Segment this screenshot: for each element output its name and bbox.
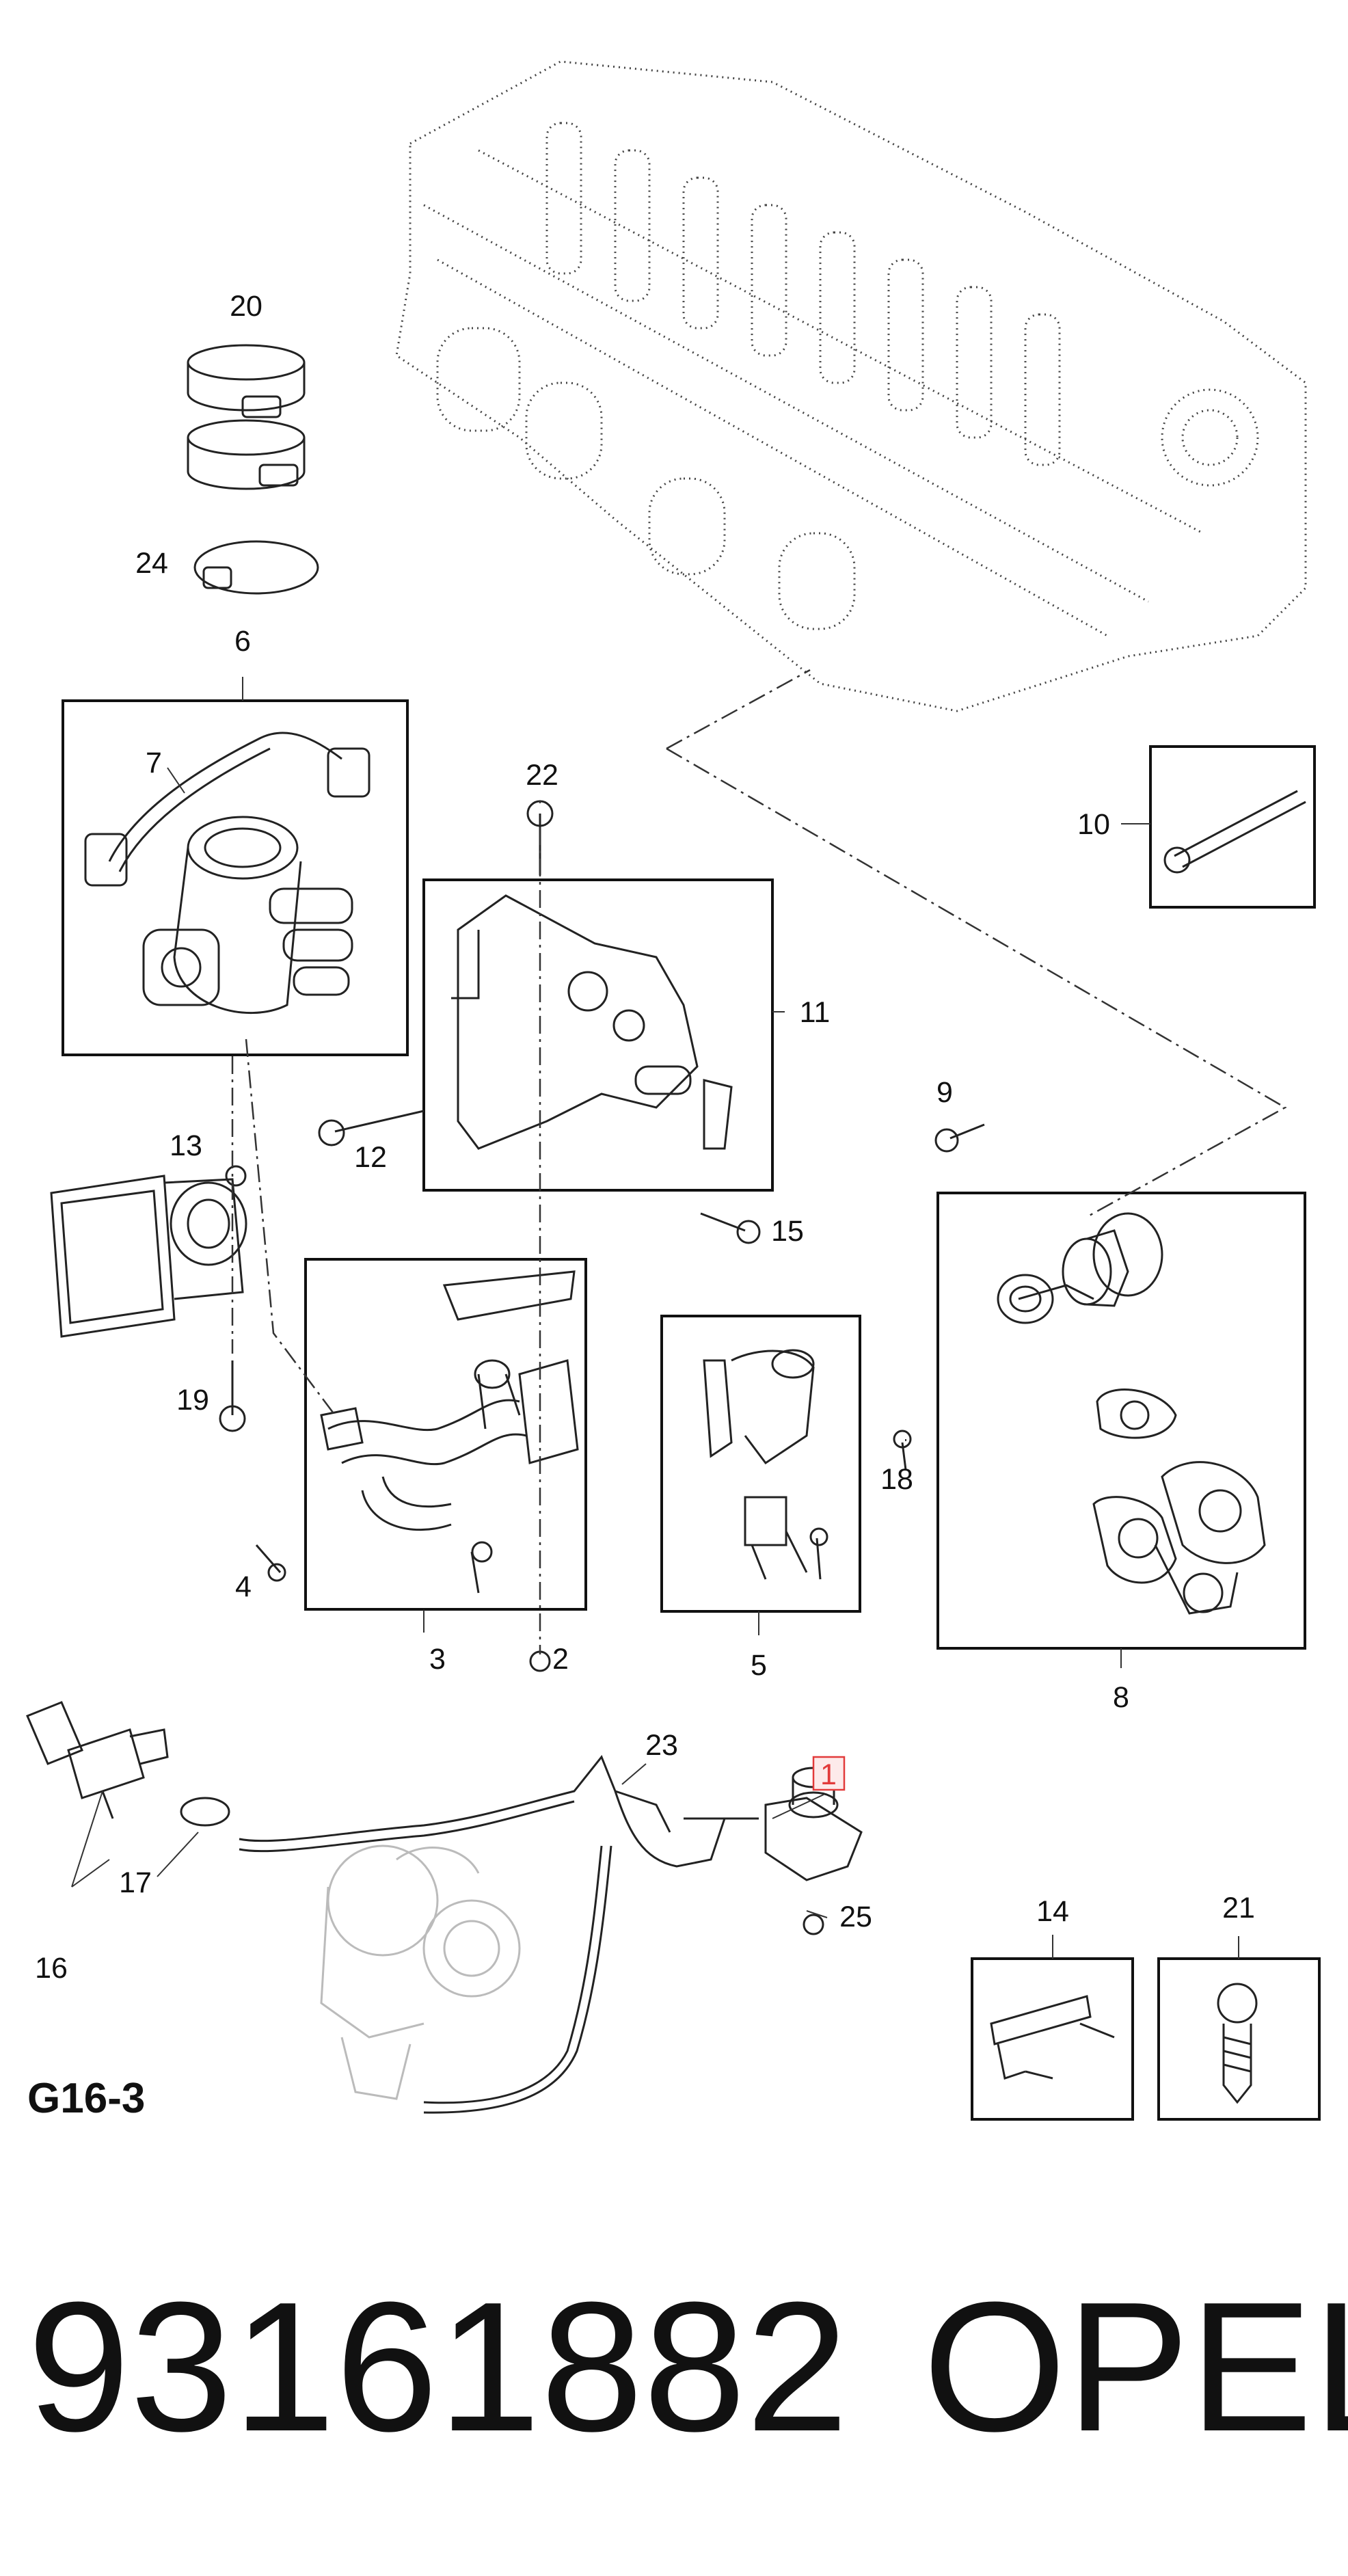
gaskets-illustration [997,1212,1266,1615]
callout-11: 11 [800,996,831,1029]
throttle-body-illustration [84,732,370,1015]
brand-name: OPEL [923,2264,1348,2470]
callout-7: 7 [146,747,162,779]
callout-19: 19 [176,1384,209,1417]
callout-2: 2 [552,1643,569,1676]
callout-4: 4 [235,1570,252,1603]
cooler-pipe-illustration [703,1349,828,1580]
turbocharger-illustration [320,1844,521,2100]
long-bolt-illustration [1163,790,1306,874]
callout-22: 22 [526,759,558,792]
callout-16: 16 [35,1952,68,1985]
connection-lines [231,669,1287,1654]
small-bolts-illustration [219,800,985,1935]
bolt-box [1149,745,1316,909]
cooler-pipe-box [660,1315,861,1613]
hose-clamp-illustration [193,540,319,595]
self-tapping-screw-illustration [1217,1983,1258,2104]
callout-12: 12 [354,1141,387,1174]
part-number: 93161882 [27,2264,848,2470]
vacuum-valve-illustration [26,1701,230,1827]
highlight-box [812,1756,846,1791]
callout-13: 13 [170,1129,202,1162]
callout-9: 9 [936,1076,953,1109]
callout-25: 25 [839,1901,872,1933]
bracket-box [422,878,774,1192]
callout-18: 18 [880,1463,913,1496]
throttle-body-box [62,699,409,1056]
callout-1: 1 [820,1758,837,1791]
callout-8: 8 [1113,1681,1129,1714]
egr-pipe-illustration [320,1270,579,1594]
bracket-illustration [451,894,733,1150]
callout-17: 17 [119,1866,152,1899]
callout-10: 10 [1077,808,1110,841]
actuator-illustration [50,1165,247,1338]
callout-21: 21 [1222,1892,1255,1924]
egr-pipe-box [304,1258,587,1611]
callout-20: 20 [230,290,262,323]
cylinder-head-illustration [395,60,1307,712]
callout-14: 14 [1036,1895,1069,1928]
callout-15: 15 [771,1215,804,1248]
vacuum-hoses-illustration [239,1755,759,2114]
callout-24: 24 [135,547,168,580]
clip-illustration [990,1995,1115,2080]
callout-3: 3 [429,1643,446,1676]
section-code: G16-3 [27,2075,145,2122]
callout-5: 5 [751,1649,767,1682]
callout-6: 6 [234,625,251,658]
hose-clamp-pair-illustration [187,344,306,490]
leader-lines [71,677,1239,1959]
callout-23: 23 [645,1729,678,1762]
clip-box [971,1957,1134,2121]
screw-box [1157,1957,1321,2121]
